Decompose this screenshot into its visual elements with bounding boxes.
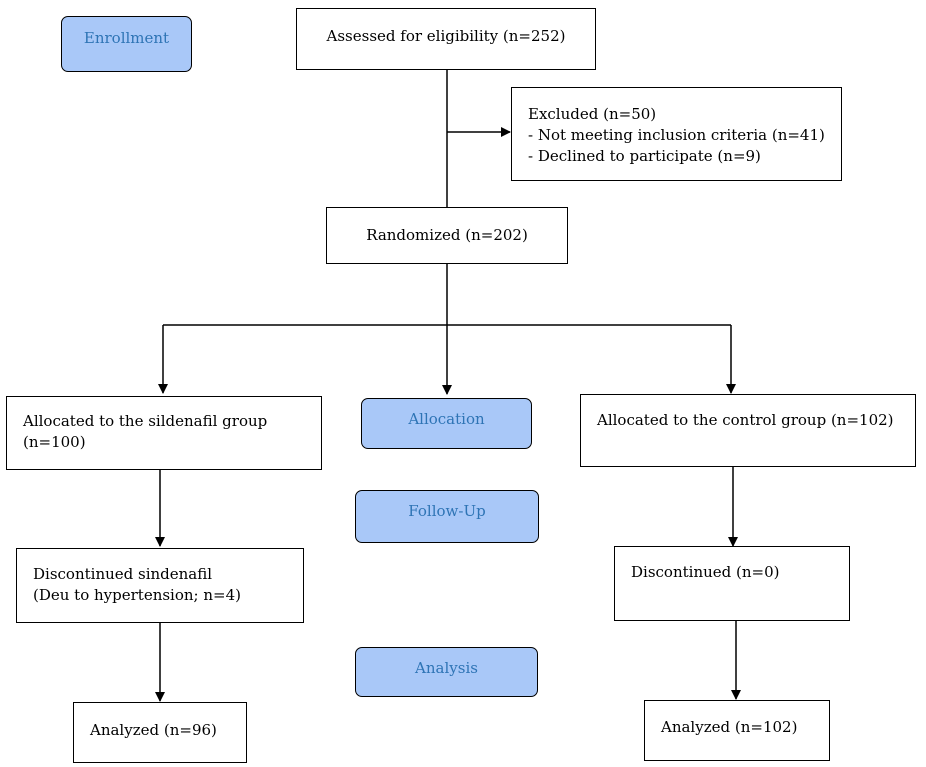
follow-up-stage-text: Follow-Up (408, 502, 486, 520)
sildenafil-analyzed-text: Analyzed (n=96) (90, 721, 217, 739)
excluded-reason-inclusion: - Not meeting inclusion criteria (n=41) (528, 126, 825, 144)
sildenafil-discontinued-line1: Discontinued sindenafil (33, 565, 213, 583)
sildenafil-discontinued-box: Discontinued sindenafil (Deu to hyperten… (16, 548, 304, 623)
control-analyzed-text: Analyzed (n=102) (661, 718, 798, 736)
excluded-title: Excluded (n=50) (528, 105, 657, 123)
sildenafil-allocation-box: Allocated to the sildenafil group (n=100… (6, 396, 322, 470)
follow-up-stage-label: Follow-Up (355, 490, 539, 543)
enrollment-stage-label: Enrollment (61, 16, 192, 72)
sildenafil-discontinued-line2: (Deu to hypertension; n=4) (33, 586, 241, 604)
control-allocation-text: Allocated to the control group (n=102) (597, 411, 894, 429)
control-analyzed-box: Analyzed (n=102) (644, 700, 830, 761)
randomized-text: Randomized (n=202) (366, 226, 528, 244)
sildenafil-analyzed-box: Analyzed (n=96) (73, 702, 247, 763)
allocation-stage-text: Allocation (408, 410, 485, 428)
excluded-reason-declined: - Declined to participate (n=9) (528, 147, 761, 165)
control-allocation-box: Allocated to the control group (n=102) (580, 394, 916, 467)
analysis-stage-label: Analysis (355, 647, 538, 697)
excluded-box: Excluded (n=50) - Not meeting inclusion … (511, 87, 842, 181)
assessed-text: Assessed for eligibility (n=252) (326, 27, 566, 45)
randomized-box: Randomized (n=202) (326, 207, 568, 264)
control-discontinued-box: Discontinued (n=0) (614, 546, 850, 621)
allocation-stage-label: Allocation (361, 398, 532, 449)
enrollment-stage-text: Enrollment (83, 29, 170, 47)
assessed-box: Assessed for eligibility (n=252) (296, 8, 596, 70)
control-discontinued-text: Discontinued (n=0) (631, 563, 780, 581)
sildenafil-allocation-line2: (n=100) (23, 433, 86, 451)
sildenafil-allocation-line1: Allocated to the sildenafil group (23, 412, 268, 430)
analysis-stage-text: Analysis (415, 659, 478, 677)
